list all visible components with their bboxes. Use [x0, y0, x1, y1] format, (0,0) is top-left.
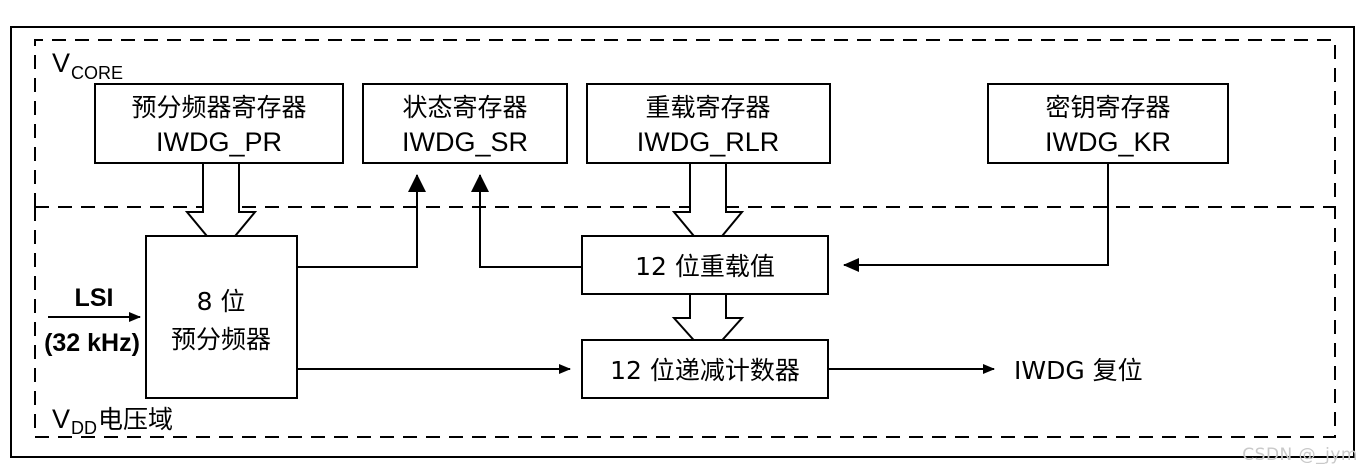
register-box-iwdg-rlr[interactable]: 重载寄存器 IWDG_RLR — [586, 83, 831, 164]
svg-text:V: V — [52, 48, 70, 78]
block-prescaler[interactable]: 8 位 预分频器 — [145, 235, 298, 399]
arrow-pr-to-prescaler — [184, 162, 258, 255]
iwdg-pr-label-id: IWDG_PR — [156, 127, 282, 157]
line-prescaler-to-sr — [297, 174, 426, 268]
vdd-domain-label: V DD 电压域 — [52, 404, 173, 438]
svg-text:V: V — [52, 404, 70, 434]
prescaler-label-line1: 8 位 — [197, 287, 246, 316]
line-reload-to-sr — [471, 174, 582, 268]
outer-frame — [10, 26, 1355, 458]
iwdg-reset-label: IWDG 复位 — [1014, 356, 1143, 385]
register-box-iwdg-kr[interactable]: 密钥寄存器 IWDG_KR — [987, 83, 1229, 164]
lsi-frequency-label: (32 kHz) — [44, 329, 140, 357]
svg-text:DD: DD — [71, 418, 97, 438]
svg-text:CORE: CORE — [71, 63, 123, 83]
iwdg-rlr-label-cn: 重载寄存器 — [645, 93, 770, 122]
watermark: CSDN @_jym — [1242, 445, 1358, 465]
iwdg-pr-label-cn: 预分频器寄存器 — [131, 93, 306, 122]
lsi-signal-label: LSI — [75, 284, 114, 312]
downcounter-label: 12 位递减计数器 — [610, 356, 800, 385]
register-box-iwdg-sr[interactable]: 状态寄存器 IWDG_SR — [362, 83, 568, 164]
svg-text:电压域: 电压域 — [98, 405, 173, 434]
vdd-domain-boundary — [34, 206, 1336, 438]
block-downcounter[interactable]: 12 位递减计数器 — [581, 339, 829, 399]
line-kr-to-reload — [843, 163, 1109, 272]
iwdg-sr-label-id: IWDG_SR — [402, 127, 528, 157]
iwdg-kr-label-id: IWDG_KR — [1045, 127, 1171, 157]
arrow-rlr-to-reload — [671, 162, 745, 255]
iwdg-sr-label-cn: 状态寄存器 — [402, 93, 527, 122]
reload-value-label: 12 位重载值 — [635, 252, 775, 281]
arrow-reload-to-downcounter — [671, 293, 745, 358]
iwdg-kr-label-cn: 密钥寄存器 — [1045, 93, 1170, 122]
vcore-domain-boundary — [34, 39, 1336, 207]
register-box-iwdg-pr[interactable]: 预分频器寄存器 IWDG_PR — [94, 83, 344, 164]
prescaler-label-line2: 预分频器 — [171, 325, 271, 354]
block-reload-value[interactable]: 12 位重载值 — [581, 235, 829, 295]
vcore-domain-label: V CORE — [52, 48, 123, 83]
iwdg-rlr-label-id: IWDG_RLR — [637, 127, 780, 157]
